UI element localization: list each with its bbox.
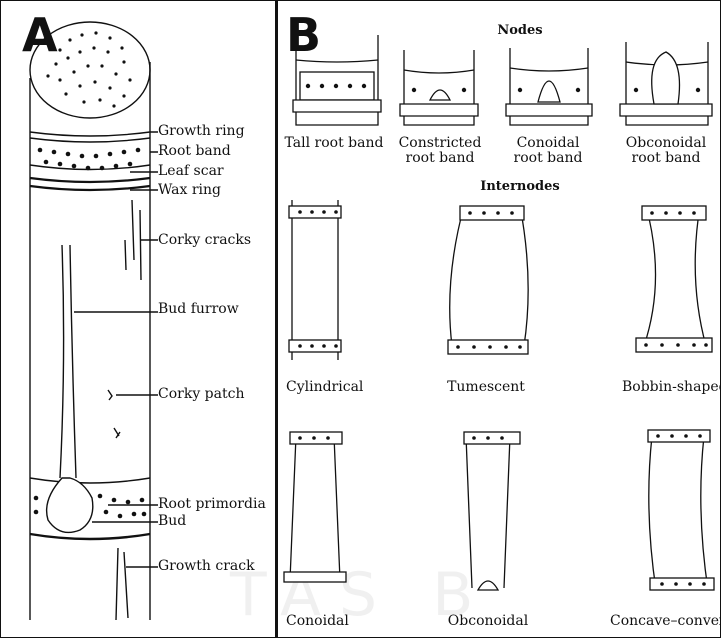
node-conoidal-root-band [506,48,592,125]
internode-label-bobbin-shaped: Bobbin-shaped [622,380,721,395]
internode-concave-convex [648,430,714,590]
internode-tumescent [448,206,528,354]
node-obconoidal-root-band [620,42,712,125]
internode-label-tumescent: Tumescent [447,380,525,395]
internode-cylindrical [289,200,341,360]
internode-bobbin-shaped [636,206,712,352]
internode-conoidal [284,432,346,582]
internode-obconoidal [464,432,520,590]
internode-label-obconoidal: Obconoidal [448,614,528,629]
internode-label-conoidal: Conoidal [286,614,349,629]
internode-label-concave-convex: Concave–convex [610,614,721,629]
node-constricted-root-band [400,50,478,125]
node-label-tall: Tall root band [285,136,384,151]
nodes-heading: Nodes [497,24,542,38]
internodes-heading: Internodes [480,180,559,194]
panel-b-letter: B [286,12,321,58]
internode-label-cylindrical: Cylindrical [286,380,363,395]
